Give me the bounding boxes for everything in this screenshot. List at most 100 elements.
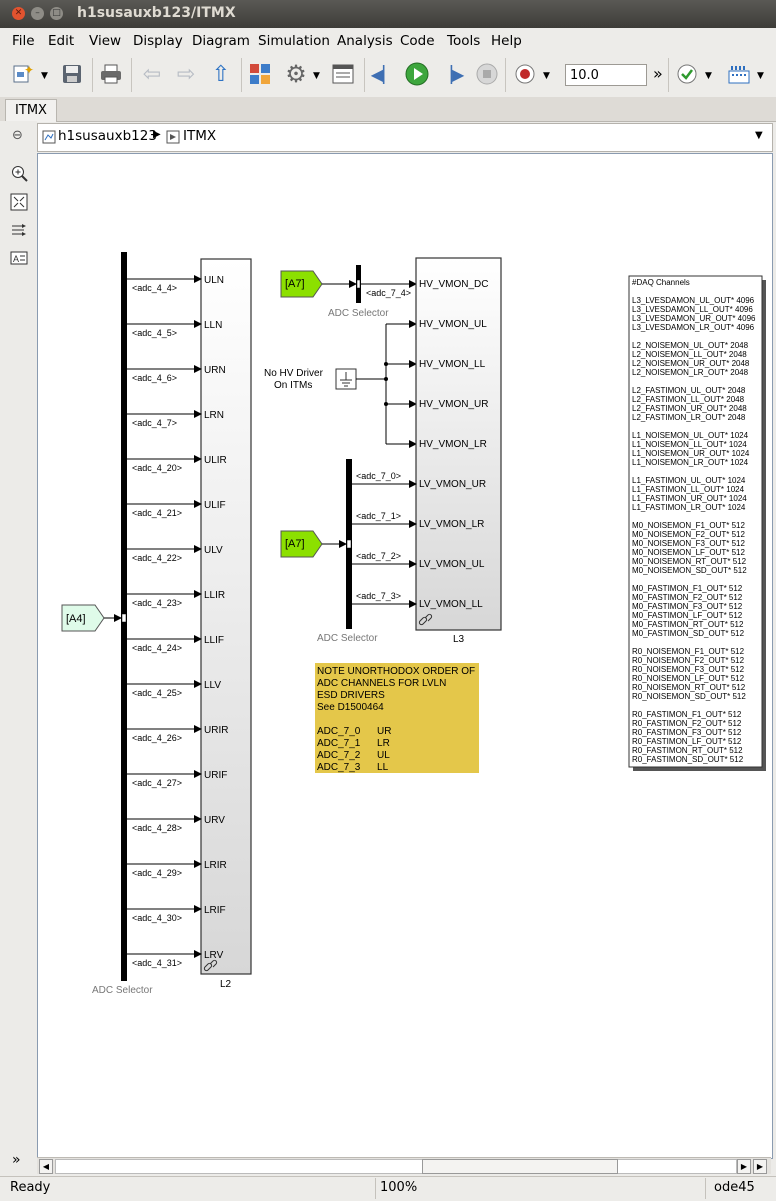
daq-channel-line: L1_NOISEMON_LR_OUT* 1024 xyxy=(632,458,749,467)
horizontal-scrollbar[interactable]: ◀ ▶ ▶ xyxy=(37,1157,771,1174)
menu-simulation[interactable]: Simulation xyxy=(258,33,330,49)
from-block-a4[interactable]: [A4] xyxy=(61,604,105,632)
port-label: LV_VMON_LL xyxy=(419,599,483,610)
forward-button[interactable]: ⇨ xyxy=(174,62,198,87)
menu-analysis[interactable]: Analysis xyxy=(337,33,393,49)
run-button[interactable] xyxy=(405,62,429,86)
up-button[interactable]: ⇧ xyxy=(209,62,233,87)
chevron-down-icon[interactable]: ▼ xyxy=(41,71,48,81)
l2-block-label: L2 xyxy=(220,979,232,990)
maximize-window-icon[interactable]: □ xyxy=(50,7,63,20)
daq-channels-block[interactable] xyxy=(628,275,763,768)
menu-diagram[interactable]: Diagram xyxy=(192,33,250,49)
step-forward-button[interactable]: ▕▶ xyxy=(440,62,465,86)
note-annotation[interactable] xyxy=(315,663,479,773)
model-advisor-button[interactable] xyxy=(675,62,699,86)
menu-view[interactable]: View xyxy=(89,33,122,49)
back-button[interactable]: ⇦ xyxy=(140,62,164,87)
menu-help[interactable]: Help xyxy=(491,33,522,49)
stop-button[interactable] xyxy=(475,62,499,86)
zoom-in-button[interactable] xyxy=(10,164,28,186)
model-explorer-button[interactable] xyxy=(331,62,355,86)
explorer-icon xyxy=(332,64,354,84)
daq-channel-line: M0_NOISEMON_LF_OUT* 512 xyxy=(632,548,745,557)
svg-text:✦: ✦ xyxy=(24,63,34,77)
tab-itmx[interactable]: ITMX xyxy=(5,99,57,122)
library-browser-button[interactable] xyxy=(248,62,272,86)
diagram-canvas[interactable]: [A4] ADC Selector L2 <adc_4_4>ULN<adc_4_… xyxy=(37,153,773,1159)
scroll-right-end-icon[interactable]: ▶ xyxy=(753,1159,767,1174)
scroll-right-icon[interactable]: ▶ xyxy=(737,1159,751,1174)
simulink-diagram: [A4] ADC Selector L2 <adc_4_4>ULN<adc_4_… xyxy=(61,252,766,996)
l2-subsystem-block[interactable] xyxy=(200,258,252,975)
ground-label-line2: On ITMs xyxy=(274,380,312,391)
signal-label: <adc_7_1> xyxy=(356,511,401,521)
scroll-left-icon[interactable]: ◀ xyxy=(39,1159,53,1174)
model-settings-button[interactable]: ⚙ xyxy=(284,60,308,88)
signal-label: <adc_4_27> xyxy=(132,778,182,788)
stop-time-input[interactable] xyxy=(565,64,647,86)
print-button[interactable] xyxy=(99,62,123,86)
zoom-icon xyxy=(12,166,28,182)
from-block-a7-top[interactable]: [A7] xyxy=(280,270,323,298)
zoom-level: 100% xyxy=(380,1180,418,1195)
breadcrumb-current[interactable]: ITMX xyxy=(183,128,217,144)
chevron-down-icon[interactable]: ▼ xyxy=(755,130,763,141)
port-label: HV_VMON_DC xyxy=(419,279,488,290)
close-window-icon[interactable]: ✕ xyxy=(12,7,25,20)
build-icon xyxy=(728,66,750,84)
breadcrumb-root[interactable]: h1susauxb123 xyxy=(58,128,157,144)
gear-icon: ⚙ xyxy=(285,60,307,88)
record-icon xyxy=(515,64,535,84)
signal-label: <adc_4_7> xyxy=(132,418,177,428)
daq-channel-line: L2_FASTIMON_UL_OUT* 2048 xyxy=(632,386,746,395)
l3-block-label: L3 xyxy=(453,634,465,645)
annotation-button[interactable]: A xyxy=(10,249,28,271)
chevron-down-icon[interactable]: ▼ xyxy=(757,71,764,81)
build-button[interactable] xyxy=(727,62,751,86)
daq-channel-line: R0_FASTIMON_SD_OUT* 512 xyxy=(632,755,744,764)
daq-channel-line: M0_FASTIMON_RT_OUT* 512 xyxy=(632,620,744,629)
chevron-down-icon[interactable]: ▼ xyxy=(313,71,320,81)
menu-display[interactable]: Display xyxy=(133,33,183,49)
scroll-track[interactable] xyxy=(55,1159,737,1174)
annotation-icon: A xyxy=(10,251,28,265)
save-icon xyxy=(63,65,81,83)
record-button[interactable] xyxy=(513,62,537,86)
daq-channel-line: L2_NOISEMON_UL_OUT* 2048 xyxy=(632,341,749,350)
hide-browser-icon[interactable]: ⊖ xyxy=(12,128,23,143)
chevron-down-icon[interactable]: ▼ xyxy=(705,71,712,81)
chevron-down-icon[interactable]: ▼ xyxy=(543,71,550,81)
breadcrumb-separator-icon: ▶ xyxy=(153,129,161,140)
daq-channel-line: R0_NOISEMON_F2_OUT* 512 xyxy=(632,656,745,665)
scroll-thumb[interactable] xyxy=(422,1159,618,1174)
step-back-button[interactable]: ◀▏ xyxy=(371,62,396,86)
port-label: LLIR xyxy=(204,590,225,601)
menu-edit[interactable]: Edit xyxy=(48,33,75,49)
more-tools-button[interactable]: » xyxy=(653,64,663,83)
daq-channel-line: R0_NOISEMON_F3_OUT* 512 xyxy=(632,665,745,674)
minimize-window-icon[interactable]: – xyxy=(31,7,44,20)
expand-palette-button[interactable]: » xyxy=(12,1152,21,1168)
menu-tools[interactable]: Tools xyxy=(447,33,481,49)
daq-channel-line: R0_NOISEMON_F1_OUT* 512 xyxy=(632,647,745,656)
ground-block[interactable] xyxy=(335,368,357,390)
save-button[interactable] xyxy=(60,62,84,86)
fit-to-view-button[interactable] xyxy=(10,193,28,215)
signal-label: <adc_4_29> xyxy=(132,868,182,878)
link-icon xyxy=(418,613,433,626)
breadcrumb: h1susauxb123 ▶ ITMX ▼ xyxy=(37,123,773,152)
daq-channel-line: L1_NOISEMON_LL_OUT* 1024 xyxy=(632,440,747,449)
daq-channel-line: M0_FASTIMON_F3_OUT* 512 xyxy=(632,602,743,611)
hide-arrows-button[interactable] xyxy=(10,221,28,243)
menu-file[interactable]: File xyxy=(12,33,35,49)
daq-channel-line: L2_NOISEMON_LR_OUT* 2048 xyxy=(632,368,749,377)
daq-channel-line: M0_FASTIMON_F2_OUT* 512 xyxy=(632,593,743,602)
l3-subsystem-block[interactable] xyxy=(415,257,502,631)
new-model-button[interactable]: ✦ xyxy=(11,62,35,86)
signal-label: <adc_4_4> xyxy=(132,283,177,293)
adc-selector-label-l3-bottom: ADC Selector xyxy=(317,633,378,644)
note-line: ESD DRIVERS xyxy=(317,690,385,701)
menu-code[interactable]: Code xyxy=(400,33,435,49)
from-block-a7-bottom[interactable]: [A7] xyxy=(280,530,323,558)
